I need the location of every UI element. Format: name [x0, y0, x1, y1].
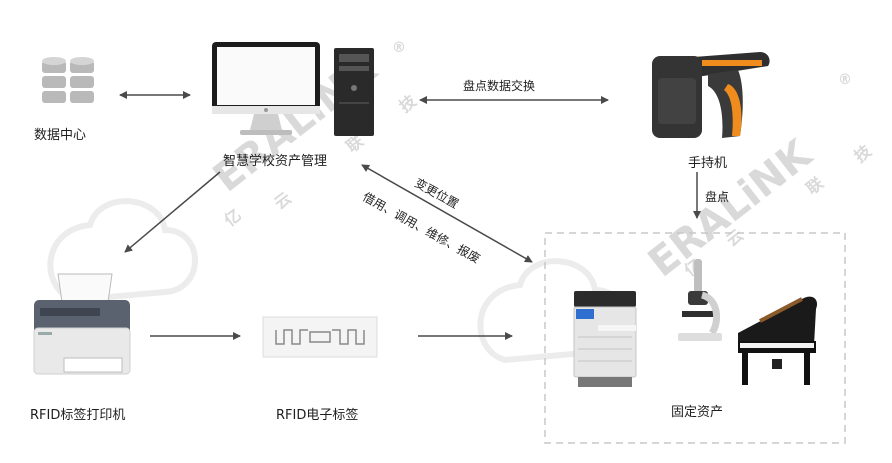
watermark-reg-2: ®: [838, 72, 852, 88]
fixed-assets-label: 固定资产: [671, 405, 724, 420]
handheld-label: 手持机: [688, 156, 728, 171]
microscope-icon: [672, 255, 728, 349]
asset-system-label: 智慧学校资产管理: [223, 154, 328, 169]
piano-icon: [732, 285, 824, 393]
inventory-exchange-label: 盘点数据交换: [463, 79, 536, 93]
database-icon: [40, 55, 96, 111]
computer-icon: [210, 40, 380, 144]
fixed-assets-dashed-box: [544, 232, 846, 444]
printer-label: RFID标签打印机: [30, 408, 126, 423]
rfid-tag-label: RFID电子标签: [276, 408, 359, 423]
watermark-reg-1: ®: [392, 40, 406, 56]
copier-icon: [568, 285, 646, 397]
rfid-tag-icon: [262, 316, 378, 362]
arrow-assets-system: [361, 164, 533, 263]
rfid-printer-icon: [28, 272, 138, 388]
data-center-label: 数据中心: [34, 128, 87, 143]
inventory-label: 盘点: [705, 190, 730, 204]
arrow-system-printer: [124, 171, 221, 253]
handheld-scanner-icon: [648, 40, 778, 146]
